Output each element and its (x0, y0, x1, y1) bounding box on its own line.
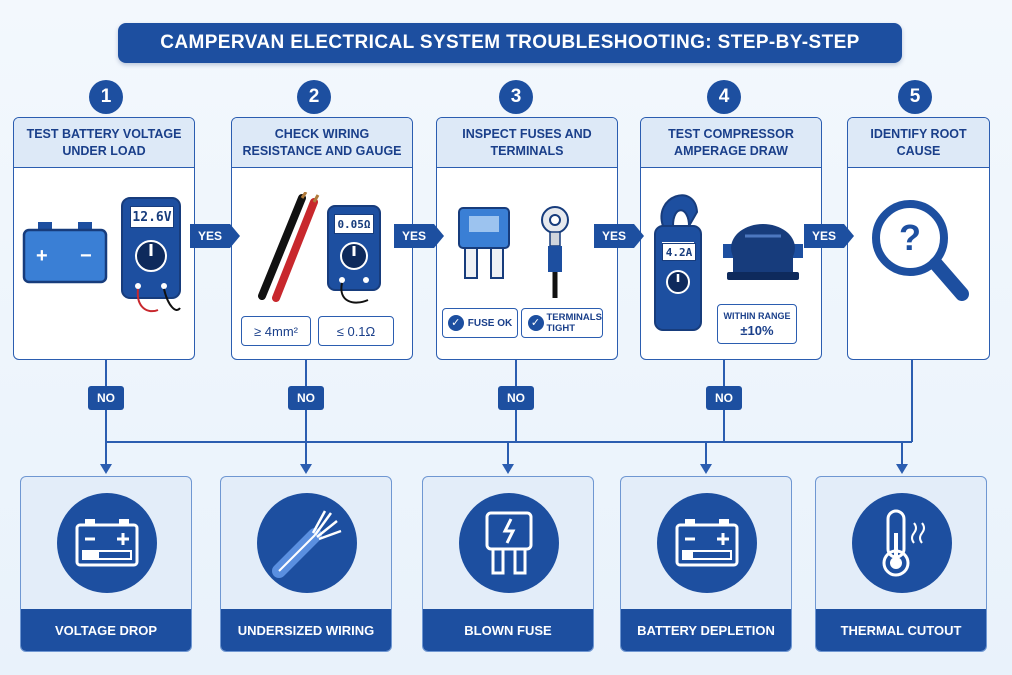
blown-fuse-icon (485, 511, 533, 575)
step-card-4: Test Compressor Amperage Draw 4.2A WITHI… (640, 117, 822, 360)
step-title: Identify Root Cause (848, 118, 989, 168)
fuse-ok-check: ✓ FUSE OK (442, 308, 518, 338)
amperage-reading: 4.2A (662, 243, 696, 261)
yes-arrow-3: YES (594, 224, 644, 248)
svg-text:−: − (80, 245, 92, 267)
cause-icon-badge (657, 493, 757, 593)
wires-icon (258, 192, 320, 302)
cause-label: Blown Fuse (423, 609, 593, 651)
battery-icon: + − (22, 222, 108, 284)
step-card-2: Check Wiring Resistance and Gauge 0.05Ω … (231, 117, 413, 360)
no-label-2: NO (288, 386, 324, 410)
cause-card-voltage-drop: Voltage Drop (20, 476, 192, 652)
step-number-5: 5 (898, 80, 932, 114)
cause-icon-badge (57, 493, 157, 593)
cause-card-undersized-wiring: Undersized Wiring (220, 476, 392, 652)
compressor-icon (723, 224, 803, 280)
resistance-spec: ≤ 0.1Ω (318, 316, 394, 346)
terminals-tight-check: ✓ TERMINALS TIGHT (521, 308, 603, 338)
check-circle-icon: ✓ (447, 315, 464, 331)
cause-label: Battery Depletion (621, 609, 791, 651)
svg-text:+: + (36, 245, 48, 267)
cause-card-blown-fuse: Blown Fuse (422, 476, 594, 652)
cause-card-thermal-cutout: Thermal Cutout (815, 476, 987, 652)
step-title: Test Compressor Amperage Draw (641, 118, 821, 168)
yes-arrow-2: YES (394, 224, 444, 248)
step-card-3: Inspect Fuses and Terminals ✓ FUSE OK ✓ … (436, 117, 618, 360)
gauge-spec: ≥ 4mm² (241, 316, 311, 346)
low-battery-icon (75, 519, 139, 567)
cause-card-battery-depletion: Battery Depletion (620, 476, 792, 652)
yes-arrow-1: YES (190, 224, 240, 248)
check-circle-icon: ✓ (527, 315, 544, 331)
step-number-3: 3 (499, 80, 533, 114)
no-label-4: NO (706, 386, 742, 410)
cause-label: Thermal Cutout (816, 609, 986, 651)
step-card-5: Identify Root Cause ? (847, 117, 990, 360)
step-title: Inspect Fuses and Terminals (437, 118, 617, 168)
empty-battery-icon (675, 519, 739, 567)
fuse-ok-label: FUSE OK (467, 317, 513, 329)
cable-icon (272, 510, 342, 578)
fuse-icon (458, 207, 510, 279)
step-title: Check Wiring Resistance and Gauge (232, 118, 412, 168)
step-card-1: Test Battery Voltage Under Load + − 12.6… (13, 117, 195, 360)
terminals-tight-label: TERMINALS TIGHT (546, 312, 602, 334)
voltage-reading: 12.6V (130, 206, 174, 228)
thermometer-icon (882, 509, 925, 577)
step-number-2: 2 (297, 80, 331, 114)
cause-label: Voltage Drop (21, 609, 191, 651)
cause-label: Undersized Wiring (221, 609, 391, 651)
no-label-1: NO (88, 386, 124, 410)
cause-icon-badge (852, 493, 952, 593)
step-number-1: 1 (89, 80, 123, 114)
step-title: Test Battery Voltage Under Load (14, 118, 194, 168)
ring-terminal-icon (541, 206, 569, 298)
yes-arrow-4: YES (804, 224, 854, 248)
step-number-4: 4 (707, 80, 741, 114)
range-label: WITHIN RANGE (723, 310, 791, 321)
resistance-reading: 0.05Ω (334, 214, 374, 234)
page-title: CAMPERVAN ELECTRICAL SYSTEM TROUBLESHOOT… (118, 23, 902, 63)
cause-icon-badge (257, 493, 357, 593)
magnifier-question-icon: ? (872, 200, 969, 301)
cause-icon-badge (459, 493, 559, 593)
range-spec: WITHIN RANGE ±10% (717, 304, 797, 344)
svg-text:?: ? (899, 217, 921, 258)
clamp-meter-icon (654, 194, 702, 331)
range-value: ±10% (740, 322, 774, 338)
no-label-3: NO (498, 386, 534, 410)
